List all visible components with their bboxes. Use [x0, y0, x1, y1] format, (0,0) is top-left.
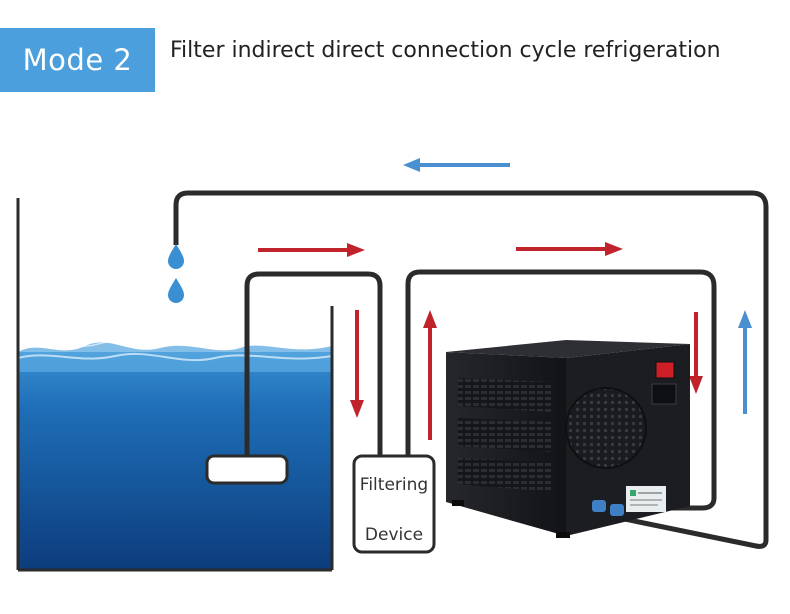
arrow-up-icon	[423, 310, 437, 440]
supply-pipe	[405, 269, 717, 511]
arrow-right-icon	[516, 242, 623, 256]
water-drop-icon	[168, 278, 184, 303]
filter-label-line2: Device	[365, 525, 423, 545]
filter-device-box	[352, 454, 436, 554]
arrow-down-icon	[350, 310, 364, 418]
water-drop-icon	[168, 244, 184, 269]
chiller-unit	[446, 340, 690, 538]
arrow-right-icon	[258, 243, 365, 257]
power-switch-icon	[655, 361, 675, 379]
product-label	[626, 486, 666, 512]
fitting-icon	[610, 504, 624, 516]
vent-panel	[458, 418, 552, 452]
arrow-up-icon	[738, 310, 752, 414]
fan-grille-icon	[565, 387, 647, 469]
return-pipe	[173, 190, 769, 549]
power-socket-icon	[651, 383, 677, 405]
flow-arrows	[258, 158, 752, 440]
chiller-top	[446, 340, 690, 358]
page-title: Filter indirect direct connection cycle …	[170, 38, 721, 63]
fitting-icon	[592, 500, 606, 512]
intake-pipe	[244, 271, 383, 460]
arrow-down-icon	[689, 312, 703, 394]
vent-panel	[458, 378, 552, 412]
water-surface	[18, 342, 332, 372]
intake-nozzle	[205, 454, 289, 485]
arrow-left-icon	[403, 158, 510, 172]
vent-panel	[458, 458, 552, 492]
mode-badge: Mode 2	[0, 28, 155, 92]
filter-label-line1: Filtering	[360, 475, 428, 495]
